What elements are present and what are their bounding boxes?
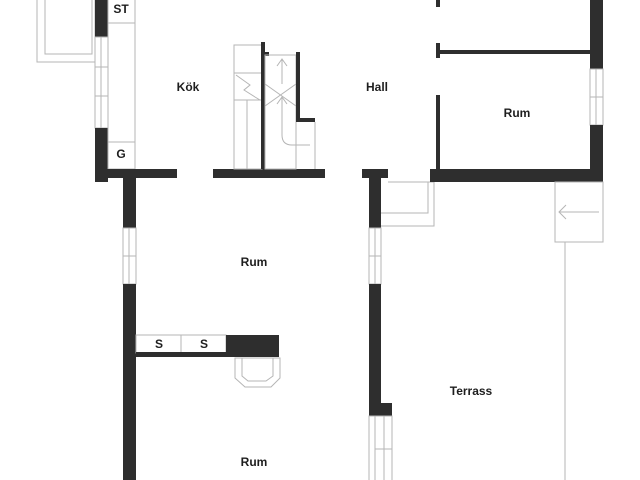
- wardrobe-unit: [135, 334, 279, 357]
- room-label-terrace: Terrass: [450, 384, 493, 398]
- room-label-rum-right: Rum: [504, 106, 531, 120]
- right-room-walls: [430, 0, 604, 182]
- stove-label: ST: [113, 2, 129, 16]
- fireplace: [234, 357, 281, 388]
- g-label: G: [116, 147, 125, 161]
- room-left-wall: [122, 178, 137, 480]
- wardrobe-label: S: [200, 337, 208, 351]
- wardrobe-label: S: [155, 337, 163, 351]
- kitchen-left-wall: [94, 0, 109, 182]
- exterior-fixture: [36, 0, 96, 63]
- room-label-kitchen: Kök: [177, 80, 200, 94]
- staircase: [233, 42, 316, 170]
- kitchen-counter: [107, 0, 136, 170]
- entrance-steps: [381, 181, 435, 227]
- room-label-hall: Hall: [366, 80, 388, 94]
- room-label-rum-lower: Rum: [241, 455, 268, 469]
- terrace-wall: [362, 169, 393, 480]
- room-label-rum-middle: Rum: [241, 255, 268, 269]
- wall: [213, 169, 325, 178]
- wall: [95, 169, 177, 178]
- terrace-steps: [554, 181, 604, 480]
